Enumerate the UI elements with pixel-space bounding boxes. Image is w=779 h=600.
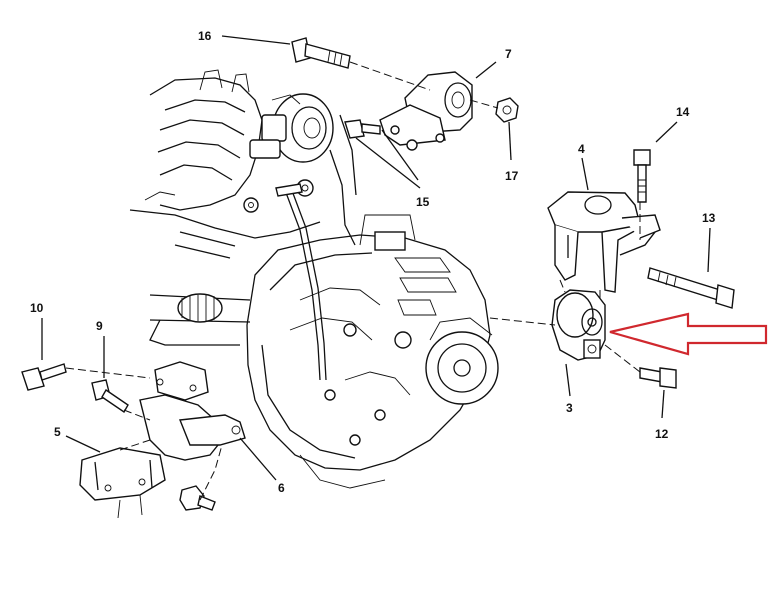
throttle-body [249,93,334,197]
callout-15: 15 [416,195,430,209]
bolt-15 [344,119,381,139]
callout-6: 6 [278,481,285,495]
top-engine-mount [379,71,473,151]
red-indicator-arrow [609,312,768,356]
transaxle-housing [246,214,491,489]
axle-shaft-left [149,293,251,346]
callout-5: 5 [54,425,61,439]
rear-mount-insulator-5 [79,447,166,519]
callout-9: 9 [96,319,103,333]
engine-block-upper [129,114,357,259]
callout-13: 13 [702,211,716,225]
assembly-guide-lines [65,61,641,501]
dipstick-tube [275,183,327,381]
mount-bracket-4 [547,191,661,293]
bolt-10 [21,363,67,391]
callout-14: 14 [676,105,690,119]
bolt-13 [647,267,735,309]
callout-labels: 16 7 17 15 14 4 13 3 12 10 9 5 6 [30,29,716,495]
callout-4: 4 [578,142,585,156]
callout-10: 10 [30,301,44,315]
nut-17 [495,97,519,123]
callout-3: 3 [566,401,573,415]
front-engine-mount-3 [551,289,606,361]
callout-16: 16 [198,29,212,43]
bolt-9 [91,379,129,414]
engine-intake-manifold [144,69,263,211]
bolt-12 [639,367,677,389]
callout-7: 7 [505,47,512,61]
rear-mount-bracket [139,361,246,461]
bolt-16 [291,37,351,69]
arrow-outline [609,312,768,356]
nut-6 [179,485,216,511]
leader-lines [41,35,711,481]
callout-17: 17 [505,169,519,183]
bolt-14 [633,149,651,203]
callout-12: 12 [655,427,669,441]
differential-cover [425,317,499,405]
